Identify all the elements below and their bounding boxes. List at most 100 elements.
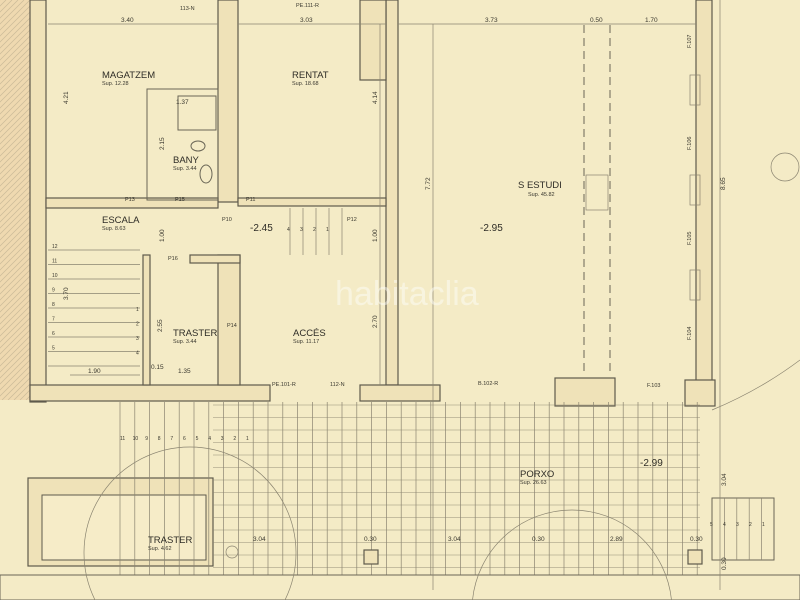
hatch-line [0, 173, 30, 205]
dimension-label: 2.89 [610, 536, 623, 543]
dimension-label: 0.30 [364, 536, 377, 543]
dimension-label: 0.30 [532, 536, 545, 543]
room-name-rentat: RENTAT [292, 70, 329, 81]
stair-number: 1 [326, 227, 329, 233]
stair-number: 1 [136, 307, 139, 313]
hatch-line [0, 197, 30, 229]
sink-icon [199, 164, 213, 184]
dimension-label: 3.04 [253, 536, 266, 543]
wall-magatzem-rentat [217, 0, 239, 203]
room-name-traster: TRASTER [173, 328, 217, 339]
room-name-magatzem: MAGATZEM [102, 70, 155, 81]
opening-tag: 112-N [330, 382, 345, 388]
opening-tag: F.104 [687, 327, 693, 340]
exterior-steps [711, 497, 775, 561]
stair-number: 4 [208, 436, 211, 442]
stair-number: 3 [136, 336, 139, 342]
hatch-line [0, 329, 30, 361]
room-name-acces: ACCÉS [293, 328, 326, 339]
stair-number: 3 [221, 436, 224, 442]
dimension-label: 0.30 [721, 557, 728, 570]
stair-number: 11 [120, 436, 125, 442]
hatched-margin [0, 0, 30, 400]
dimension-label: 7.72 [425, 177, 432, 190]
room-area-estudi: Sup. 45.82 [528, 192, 555, 198]
dimension-label: 1.00 [372, 229, 379, 242]
room-area-bany: Sup. 3.44 [173, 166, 197, 172]
stair-number: 4 [136, 351, 139, 357]
wall-rentat-estudi [385, 0, 399, 386]
wall-mid-right [237, 197, 387, 207]
room-area-magatzem: Sup. 12.28 [102, 81, 129, 87]
dimension-label: 0.50 [590, 17, 603, 24]
hatch-line [0, 323, 30, 355]
room-area-traster: Sup. 3.44 [173, 339, 197, 345]
hatch-line [0, 317, 30, 349]
opening-tag: B.102-R [478, 381, 498, 387]
room-name-bany: BANY [173, 155, 200, 166]
stair-number: 4 [287, 227, 290, 233]
opening-tag: F.106 [687, 137, 693, 150]
stair-number: 1 [246, 436, 249, 442]
stair-number: 5 [52, 346, 55, 352]
opening-tag: F.107 [687, 35, 693, 48]
level-acces: -2.45 [250, 223, 273, 234]
stair-number: 2 [136, 322, 139, 328]
hatch-line [0, 53, 30, 85]
stair-number: 12 [52, 244, 58, 250]
opening-tag: P10 [222, 217, 232, 223]
window-frame [689, 174, 701, 206]
stair-number: 9 [145, 436, 148, 442]
opening-tag: P13 [125, 197, 135, 203]
room-area-porxo: Sup. 26.63 [520, 480, 547, 486]
wall-escala-traster [142, 254, 151, 386]
stair-number: 7 [52, 317, 55, 323]
dimension-label: 3.04 [721, 473, 728, 486]
stair-number: 2 [233, 436, 236, 442]
lower-traster-interior [41, 494, 207, 561]
room-area-escala: Sup. 8.63 [102, 226, 126, 232]
hatch-line [0, 47, 30, 79]
stair-number: 2 [313, 227, 316, 233]
hatch-line [0, 65, 30, 97]
stair-number: 2 [749, 522, 752, 528]
opening-tag: 113-N [180, 6, 195, 12]
room-area-rentat: Sup. 18.68 [292, 81, 319, 87]
wall-bottom-mid [359, 384, 441, 402]
column [585, 174, 609, 211]
dimension-label: 2.55 [157, 319, 164, 332]
wall-right [695, 0, 713, 396]
stair-number: 10 [133, 436, 139, 442]
room-name-traster-exterior: TRASTER [148, 535, 192, 546]
shower-tray [177, 95, 217, 131]
room-name-porxo: PORXO [520, 469, 554, 480]
hole-punch [770, 152, 800, 182]
dimension-label: 1.37 [176, 99, 189, 106]
stair-number: 11 [52, 259, 57, 265]
stair-number: 5 [710, 522, 713, 528]
stair-number: 10 [52, 273, 58, 279]
dimension-label: 3.40 [121, 17, 134, 24]
pillar-corner [684, 379, 716, 407]
stair-number: 1 [762, 522, 765, 528]
hatch-line [0, 179, 30, 211]
dimension-label: 2.15 [159, 137, 166, 150]
dimension-label: 4.14 [372, 91, 379, 104]
stair-number: 3 [300, 227, 303, 233]
opening-tag: P11 [246, 197, 255, 203]
dimension-label: 4.21 [63, 91, 70, 104]
bany-outline [146, 88, 219, 201]
dimension-label: 8.65 [720, 177, 727, 190]
window-frame [689, 269, 701, 301]
dimension-label: 2.70 [372, 315, 379, 328]
stair-number: 6 [183, 436, 186, 442]
ground-strip [0, 574, 800, 600]
wall-traster-top [189, 254, 241, 264]
dimension-label: 0.30 [690, 536, 703, 543]
watermark-logo: habitaclia [335, 275, 479, 313]
window-frame [689, 74, 701, 106]
hatch-line [0, 41, 30, 73]
hatch-line [0, 311, 30, 343]
